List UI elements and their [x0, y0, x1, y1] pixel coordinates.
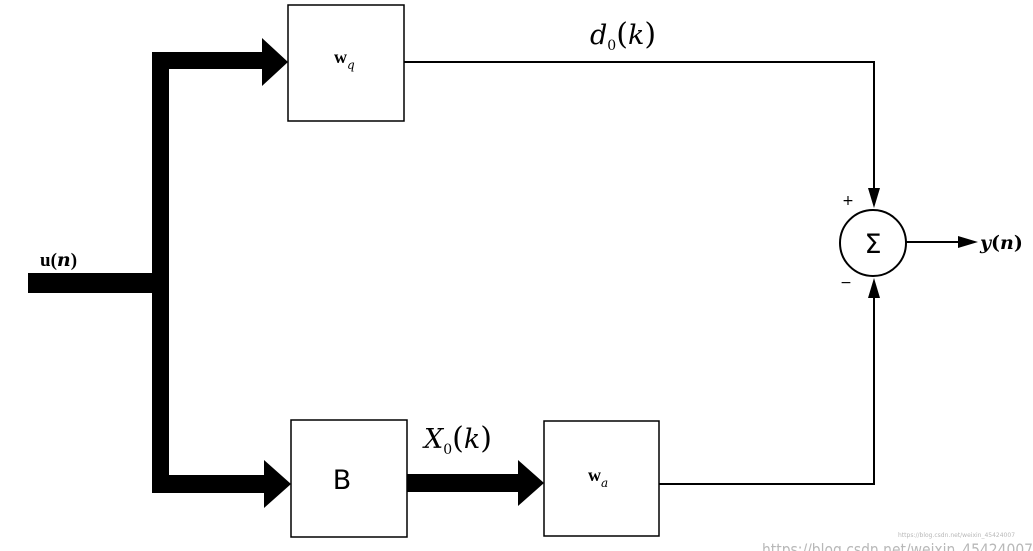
- x0-label: X0(k): [422, 421, 492, 458]
- output-label: y(n): [979, 232, 1023, 254]
- svg-text:wa: wa: [588, 465, 608, 490]
- minus-sign: −: [840, 275, 852, 291]
- sigma-symbol: Σ: [864, 229, 881, 260]
- block-wa-main: w: [588, 465, 601, 485]
- block-wq-sub: q: [347, 58, 355, 72]
- block-b-label: B: [333, 465, 352, 496]
- block-wa: wa: [543, 420, 660, 537]
- arrowheads: [868, 188, 978, 298]
- d0-label: d0(k): [590, 17, 656, 54]
- input-bus: [28, 38, 291, 508]
- block-wq: wq: [287, 4, 405, 122]
- input-label: u(n): [40, 249, 77, 271]
- watermark-large: https://blog.csdn.net/weixin_45424007: [762, 540, 1033, 551]
- block-b: B: [290, 419, 408, 538]
- block-wq-main: w: [334, 47, 347, 67]
- x0-bus: [407, 460, 544, 506]
- watermark-small: https://blog.csdn.net/weixin_45424007: [898, 532, 1015, 539]
- signal-lines: [404, 61, 962, 485]
- svg-text:wq: wq: [334, 47, 355, 72]
- summing-junction: Σ + −: [839, 193, 907, 291]
- plus-sign: +: [842, 193, 854, 209]
- block-wa-sub: a: [601, 476, 608, 490]
